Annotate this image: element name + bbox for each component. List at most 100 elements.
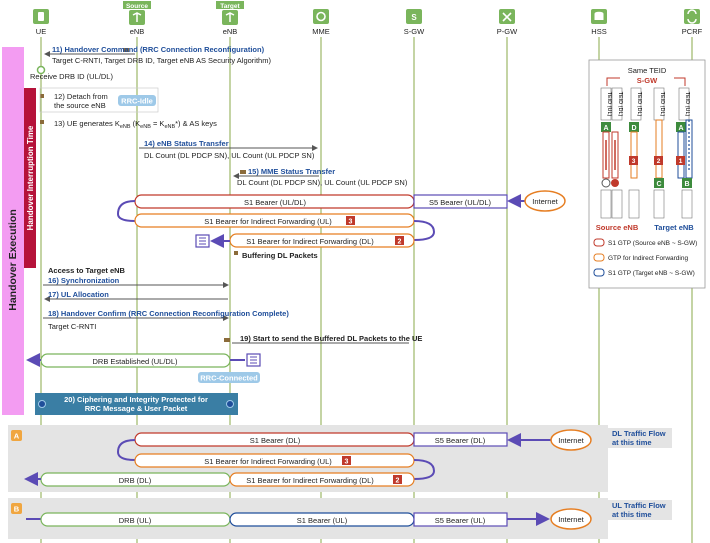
svg-text:TEID (UL): TEID (UL): [684, 92, 690, 117]
legend-3: S1 GTP (Target eNB ~ S-GW): [608, 270, 695, 277]
interruption-label: Handover Interruption Time: [26, 125, 35, 230]
flow-a-s1-dl: S1 Bearer (DL): [134, 432, 415, 447]
tunnel-indirect-dl: S1 Bearer for Indirect Forwarding (DL) 2: [229, 233, 415, 248]
svg-text:2: 2: [657, 158, 661, 165]
node-label-pgw: P-GW: [497, 27, 518, 36]
step-19: 19) Start to send the Buffered DL Packet…: [240, 334, 422, 343]
svg-text:S5 Bearer (DL): S5 Bearer (DL): [435, 436, 486, 445]
svg-text:S1 Bearer for Indirect Forward: S1 Bearer for Indirect Forwarding (DL): [246, 476, 374, 485]
svg-text:S1 Bearer for Indirect Forward: S1 Bearer for Indirect Forwarding (DL): [246, 237, 374, 246]
tunnel-s1-ul-dl: S1 Bearer (UL/DL): [134, 194, 415, 209]
flow-b-title-b: at this time: [612, 510, 652, 519]
rrc-connected-label: RRC-Connected: [200, 374, 258, 383]
node-label-ue: UE: [36, 27, 46, 36]
svg-text:C: C: [656, 181, 661, 188]
flow-a-indirect-ul: S1 Bearer for Indirect Forwarding (UL) 3: [134, 453, 415, 468]
svg-text:TEID (UL): TEID (UL): [606, 92, 612, 117]
node-ue: UE: [33, 9, 49, 36]
step-14-detail: DL Count (DL PDCP SN), UL Count (UL PDCP…: [144, 151, 315, 160]
node-label-mme: MME: [312, 27, 330, 36]
step-20-a: 20) Ciphering and Integrity Protected fo…: [64, 395, 208, 404]
svg-text:TEID (DL): TEID (DL): [659, 92, 665, 117]
svg-text:2: 2: [398, 239, 402, 246]
node-sgw: S S-GW: [404, 9, 425, 36]
svg-text:S5 Bearer (UL): S5 Bearer (UL): [435, 516, 486, 525]
step-11-detail: Target C-RNTI, Target DRB ID, Target eNB…: [52, 56, 271, 65]
flow-b-tag: B: [14, 505, 20, 514]
sgw-icon: [406, 9, 422, 24]
source-tag: Source: [126, 3, 148, 10]
rrc-connected-badge: [198, 372, 260, 383]
node-label-source-enb: eNB: [130, 27, 145, 36]
legend-1: S1 GTP (Source eNB ~ S-GW): [608, 240, 697, 247]
svg-text:S1 Bearer (UL): S1 Bearer (UL): [297, 516, 348, 525]
svg-text:TEID (DL): TEID (DL): [617, 92, 623, 117]
svg-text:2: 2: [396, 478, 400, 485]
svg-text:DRB Established (UL/DL): DRB Established (UL/DL): [92, 357, 178, 366]
svg-text:A: A: [603, 125, 608, 132]
svg-text:TEID (DL): TEID (DL): [636, 92, 642, 117]
svg-text:B: B: [684, 181, 689, 188]
node-label-hss: HSS: [591, 27, 606, 36]
step-20-box: [35, 393, 238, 415]
step-18-detail: Target C-RNTI: [48, 322, 96, 331]
teid-source-enb: Source eNB: [596, 223, 639, 232]
svg-text:DRB (UL): DRB (UL): [119, 516, 152, 525]
node-source-enb: Source eNB: [123, 1, 151, 36]
node-target-enb: Target eNB: [216, 1, 244, 36]
flow-b-s1-ul: S1 Bearer (UL): [229, 512, 415, 527]
step-12-a: 12) Detach from: [54, 92, 108, 101]
internet-cloud: [550, 429, 592, 451]
gear-icon: [313, 9, 329, 24]
access-target: Access to Target eNB: [48, 266, 126, 275]
flow-a-title-a: DL Traffic Flow: [612, 429, 666, 438]
drb-established: DRB Established (UL/DL): [40, 353, 231, 368]
svg-text:3: 3: [349, 219, 353, 226]
node-label-sgw: S-GW: [404, 27, 425, 36]
teid-sgw: S-GW: [637, 76, 658, 85]
svg-text:D: D: [631, 125, 636, 132]
internet-cloud: [524, 190, 566, 212]
same-teid: Same TEID: [628, 66, 667, 75]
node-mme: MME: [312, 9, 330, 36]
tunnel-indirect-ul: S1 Bearer for Indirect Forwarding (UL) 3: [134, 213, 415, 228]
flow-b-drb-ul: DRB (UL): [40, 512, 231, 527]
legend-2: GTP for Indirect Forwarding: [608, 255, 688, 262]
node-pcrf: PCRF: [682, 9, 703, 36]
flow-a-internet: Internet: [558, 436, 584, 445]
step-11: 11) Handover Command (RRC Connection Rec…: [52, 45, 265, 54]
step-12-b: the source eNB: [54, 101, 106, 110]
step-15-detail: DL Count (DL PDCP SN), UL Count (UL PDCP…: [237, 178, 408, 187]
svg-text:1: 1: [679, 158, 683, 165]
svg-text:S: S: [411, 13, 417, 22]
svg-text:A: A: [678, 125, 683, 132]
interruption-bar: [24, 88, 36, 268]
flow-b-title-a: UL Traffic Flow: [612, 501, 666, 510]
svg-text:DRB (DL): DRB (DL): [119, 476, 152, 485]
pcrf-icon: [684, 9, 700, 24]
step-14: 14) eNB Status Transfer: [144, 139, 229, 148]
rrc-idle-label: RRC-Idle: [121, 97, 153, 106]
step-16: 16) Synchronization: [48, 276, 120, 285]
svg-text:S1 Bearer (DL): S1 Bearer (DL): [250, 436, 301, 445]
flow-a-s5-dl: S5 Bearer (DL): [413, 432, 508, 447]
svg-text:S1 Bearer for Indirect Forward: S1 Bearer for Indirect Forwarding (UL): [204, 457, 332, 466]
svg-text:S1 Bearer for Indirect Forward: S1 Bearer for Indirect Forwarding (UL): [204, 217, 332, 226]
node-label-target-enb: eNB: [223, 27, 238, 36]
svg-text:3: 3: [632, 158, 636, 165]
flow-a-title-b: at this time: [612, 438, 652, 447]
flow-b-s5-ul: S5 Bearer (UL): [413, 512, 508, 527]
step-18: 18) Handover Confirm (RRC Connection Rec…: [48, 309, 289, 318]
svg-text:S5 Bearer (UL/DL): S5 Bearer (UL/DL): [429, 198, 492, 207]
flow-a-indirect-dl: S1 Bearer for Indirect Forwarding (DL) 2: [229, 472, 415, 487]
teid-target-enb: Target eNB: [654, 223, 694, 232]
flow-a-tag: A: [14, 432, 20, 441]
handover-execution-bar: [2, 47, 24, 415]
target-tag: Target: [220, 3, 240, 10]
internet-label: Internet: [532, 197, 558, 206]
svg-text:S1 Bearer (UL/DL): S1 Bearer (UL/DL): [244, 198, 307, 207]
receive-drb: Receive DRB ID (UL/DL): [30, 72, 113, 81]
step-13: 13) UE generates KeNB (KeNB = KeNB*) & A…: [54, 119, 217, 130]
rrc-idle-badge: [118, 95, 156, 106]
